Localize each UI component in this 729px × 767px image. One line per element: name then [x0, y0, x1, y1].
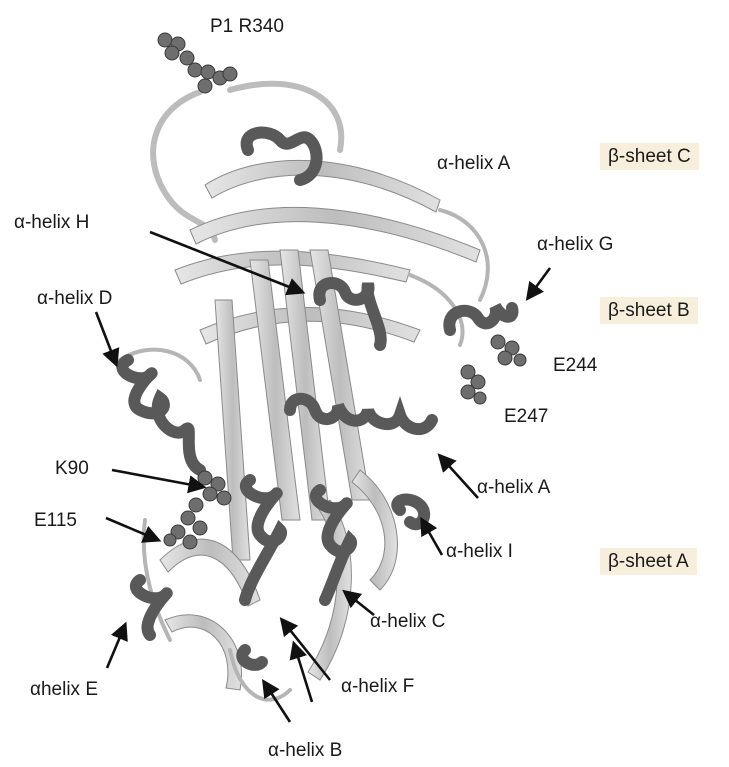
label-alpha-helix-g: α-helix G [537, 235, 613, 254]
tag-beta-sheet-b: β-sheet B [600, 297, 698, 324]
label-alpha-helix-c: α-helix C [370, 612, 445, 631]
label-alpha-helix-h: α-helix H [14, 213, 89, 232]
label-e247: E247 [504, 407, 548, 426]
tag-beta-sheet-a: β-sheet A [600, 548, 697, 575]
label-alpha-helix-d: α-helix D [37, 289, 112, 308]
label-e115: E115 [34, 511, 77, 530]
helix-i-coil [397, 500, 424, 525]
label-alpha-helix-f: α-helix F [341, 677, 414, 696]
r340-residue-spheres [158, 33, 237, 93]
label-alpha-helix-e: αhelix E [30, 680, 98, 699]
label-alpha-helix-i: α-helix I [446, 542, 513, 561]
label-k90: K90 [55, 459, 89, 478]
label-p1-r340: P1 R340 [210, 17, 284, 36]
label-alpha-helix-a-mid: α-helix A [477, 478, 550, 497]
helix-g-coil [449, 306, 512, 330]
helix-f-coil [245, 480, 281, 600]
label-e244: E244 [553, 356, 597, 375]
e244-e247-residue-spheres [461, 335, 526, 404]
label-alpha-helix-b: α-helix B [268, 741, 342, 760]
helix-b-coil [242, 650, 262, 665]
helix-d-coil [122, 360, 200, 470]
label-alpha-helix-a-top: α-helix A [437, 154, 510, 173]
tag-beta-sheet-c: β-sheet C [600, 143, 699, 170]
